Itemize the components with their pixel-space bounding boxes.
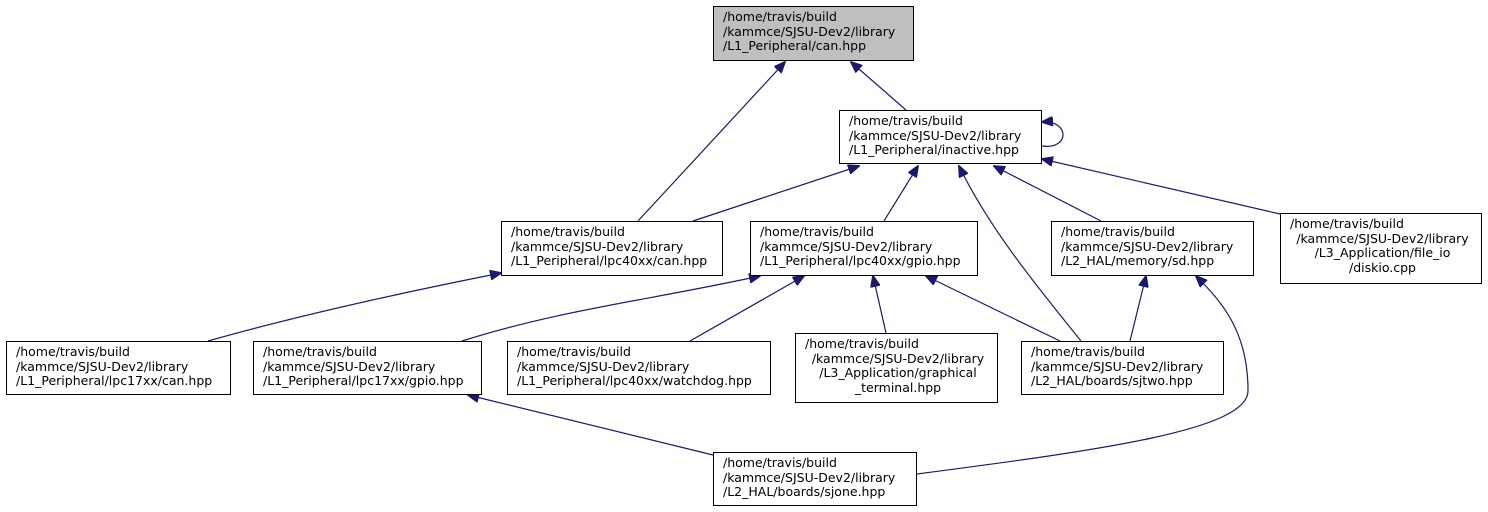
edge-inactive-hpp-to-inactive-hpp bbox=[1042, 122, 1064, 147]
node-lpc40xx-watchdog-hpp-line-2: /kammce/SJSU-Dev2/library bbox=[517, 358, 690, 374]
node-diskio-cpp-line-2: /kammce/SJSU-Dev2/library bbox=[1296, 230, 1469, 246]
node-can-hpp-line-2: /kammce/SJSU-Dev2/library bbox=[723, 23, 896, 39]
node-can-hpp-line-1: /home/travis/build bbox=[723, 9, 837, 24]
edge-lpc17xx-can-hpp-to-lpc40xx-can-hpp bbox=[207, 273, 501, 342]
node-graphical-terminal-hpp-line-4: _terminal.hpp bbox=[854, 379, 942, 395]
node-lpc17xx-can-hpp[interactable]: /home/travis/build /kammce/SJSU-Dev2/lib… bbox=[6, 341, 231, 395]
edge-lpc40xx-gpio-hpp-to-inactive-hpp bbox=[883, 166, 918, 222]
node-lpc40xx-can-hpp-line-3: /L1_Peripheral/lpc40xx/can.hpp bbox=[511, 253, 708, 268]
node-inactive-hpp[interactable]: /home/travis/build /kammce/SJSU-Dev2/lib… bbox=[839, 110, 1042, 164]
edge-sjone-hpp-to-lpc17xx-gpio-hpp bbox=[468, 395, 714, 456]
node-lpc17xx-gpio-hpp-line-3: /L1_Peripheral/lpc17xx/gpio.hpp bbox=[263, 373, 464, 388]
edges bbox=[207, 62, 1281, 475]
edge-sd-hpp-to-inactive-hpp bbox=[994, 166, 1102, 222]
node-sjone-hpp[interactable]: /home/travis/build /kammce/SJSU-Dev2/lib… bbox=[713, 452, 917, 506]
node-lpc17xx-can-hpp-line-3: /L1_Peripheral/lpc17xx/can.hpp bbox=[16, 373, 213, 388]
edge-sjone-hpp-to-sd-hpp bbox=[916, 276, 1249, 475]
node-lpc40xx-can-hpp-line-2: /kammce/SJSU-Dev2/library bbox=[511, 238, 684, 254]
edge-lpc17xx-gpio-hpp-to-lpc40xx-gpio-hpp bbox=[461, 276, 760, 342]
node-sd-hpp-line-2: /kammce/SJSU-Dev2/library bbox=[1061, 238, 1234, 254]
node-sjtwo-hpp-line-1: /home/travis/build bbox=[1031, 344, 1145, 359]
node-lpc40xx-gpio-hpp[interactable]: /home/travis/build /kammce/SJSU-Dev2/lib… bbox=[750, 221, 978, 276]
node-sjone-hpp-line-3: /L2_HAL/boards/sjone.hpp bbox=[723, 484, 886, 499]
node-diskio-cpp-line-3: /L3_Application/file_io bbox=[1314, 245, 1451, 260]
node-graphical-terminal-hpp-line-2: /kammce/SJSU-Dev2/library bbox=[811, 350, 985, 366]
node-inactive-hpp-line-1: /home/travis/build bbox=[849, 113, 963, 128]
node-can-hpp: /home/travis/build /kammce/SJSU-Dev2/lib… bbox=[713, 6, 914, 61]
edge-sjtwo-hpp-to-lpc40xx-gpio-hpp bbox=[926, 276, 1061, 342]
node-lpc17xx-can-hpp-line-2: /kammce/SJSU-Dev2/library bbox=[16, 358, 189, 374]
edge-lpc40xx-can-hpp-to-inactive-hpp bbox=[692, 166, 859, 222]
node-graphical-terminal-hpp-line-3: /L3_Application/graphical bbox=[819, 365, 977, 380]
node-can-hpp-line-3: /L1_Peripheral/can.hpp bbox=[723, 38, 867, 53]
edge-lpc40xx-can-hpp-to-can-hpp bbox=[637, 62, 785, 222]
node-lpc40xx-can-hpp[interactable]: /home/travis/build /kammce/SJSU-Dev2/lib… bbox=[501, 221, 723, 276]
node-graphical-terminal-hpp[interactable]: /home/travis/build /kammce/SJSU-Dev2/lib… bbox=[795, 333, 998, 403]
edge-sjtwo-hpp-to-sd-hpp bbox=[1129, 276, 1146, 342]
node-lpc40xx-can-hpp-line-1: /home/travis/build bbox=[511, 224, 625, 239]
node-lpc40xx-gpio-hpp-line-3: /L1_Peripheral/lpc40xx/gpio.hpp bbox=[760, 253, 961, 268]
node-diskio-cpp[interactable]: /home/travis/build /kammce/SJSU-Dev2/lib… bbox=[1280, 213, 1482, 284]
node-lpc40xx-watchdog-hpp-line-3: /L1_Peripheral/lpc40xx/watchdog.hpp bbox=[517, 373, 752, 388]
node-diskio-cpp-line-4: /diskio.cpp bbox=[1349, 259, 1416, 275]
node-lpc40xx-gpio-hpp-line-1: /home/travis/build bbox=[760, 224, 874, 239]
node-sjtwo-hpp[interactable]: /home/travis/build /kammce/SJSU-Dev2/lib… bbox=[1021, 341, 1224, 395]
node-lpc40xx-gpio-hpp-line-2: /kammce/SJSU-Dev2/library bbox=[760, 238, 933, 254]
node-lpc17xx-gpio-hpp-line-1: /home/travis/build bbox=[263, 344, 377, 359]
node-sjtwo-hpp-line-3: /L2_HAL/boards/sjtwo.hpp bbox=[1031, 373, 1193, 388]
node-graphical-terminal-hpp-line-1: /home/travis/build bbox=[805, 336, 919, 351]
node-sd-hpp-line-1: /home/travis/build bbox=[1061, 224, 1175, 239]
node-sd-hpp-line-3: /L2_HAL/memory/sd.hpp bbox=[1061, 253, 1215, 268]
node-lpc17xx-gpio-hpp[interactable]: /home/travis/build /kammce/SJSU-Dev2/lib… bbox=[253, 341, 482, 395]
node-lpc17xx-can-hpp-line-1: /home/travis/build bbox=[16, 344, 130, 359]
edge-diskio-cpp-to-inactive-hpp bbox=[1042, 159, 1281, 215]
edge-lpc40xx-watchdog-hpp-to-lpc40xx-gpio-hpp bbox=[689, 276, 804, 342]
edge-graphical-terminal-hpp-to-lpc40xx-gpio-hpp bbox=[873, 276, 887, 334]
node-lpc40xx-watchdog-hpp[interactable]: /home/travis/build /kammce/SJSU-Dev2/lib… bbox=[507, 341, 771, 395]
node-sjone-hpp-line-1: /home/travis/build bbox=[723, 455, 837, 470]
edge-sjtwo-hpp-to-inactive-hpp bbox=[959, 166, 1082, 342]
node-sjtwo-hpp-line-2: /kammce/SJSU-Dev2/library bbox=[1031, 358, 1204, 374]
edge-inactive-hpp-to-can-hpp bbox=[851, 62, 907, 111]
node-sd-hpp[interactable]: /home/travis/build /kammce/SJSU-Dev2/lib… bbox=[1051, 221, 1254, 276]
node-inactive-hpp-line-3: /L1_Peripheral/inactive.hpp bbox=[849, 142, 1019, 157]
node-inactive-hpp-line-2: /kammce/SJSU-Dev2/library bbox=[849, 127, 1022, 143]
node-lpc17xx-gpio-hpp-line-2: /kammce/SJSU-Dev2/library bbox=[263, 358, 436, 374]
node-sjone-hpp-line-2: /kammce/SJSU-Dev2/library bbox=[723, 469, 896, 485]
node-diskio-cpp-line-1: /home/travis/build bbox=[1290, 216, 1404, 231]
node-lpc40xx-watchdog-hpp-line-1: /home/travis/build bbox=[517, 344, 631, 359]
